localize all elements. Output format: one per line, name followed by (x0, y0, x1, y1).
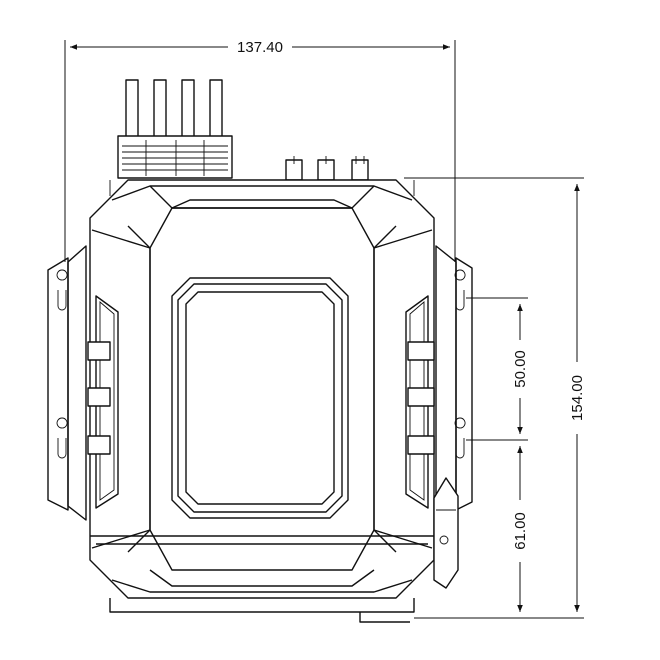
antenna-connectors (285, 156, 369, 181)
left-side-window (87, 295, 119, 509)
width-dimension-label: 137.40 (237, 39, 283, 56)
hole-spacing-label: 50.00 (512, 350, 529, 388)
front-screen (171, 277, 349, 519)
right-side-window (405, 295, 435, 509)
device-body (89, 179, 435, 623)
lower-offset-label: 61.00 (512, 512, 529, 550)
lock-latch (433, 477, 459, 589)
width-dimension: 137.40 (64, 39, 456, 262)
cable-connector-block (117, 79, 233, 179)
hole-spacing-dimension: 50.00 (466, 297, 529, 441)
lower-offset-dimension: 61.00 (512, 446, 529, 612)
right-mounting-bracket (435, 245, 473, 521)
left-mounting-bracket (47, 245, 87, 521)
height-dimension-label: 154.00 (569, 375, 586, 421)
height-dimension: 154.00 (404, 177, 586, 619)
